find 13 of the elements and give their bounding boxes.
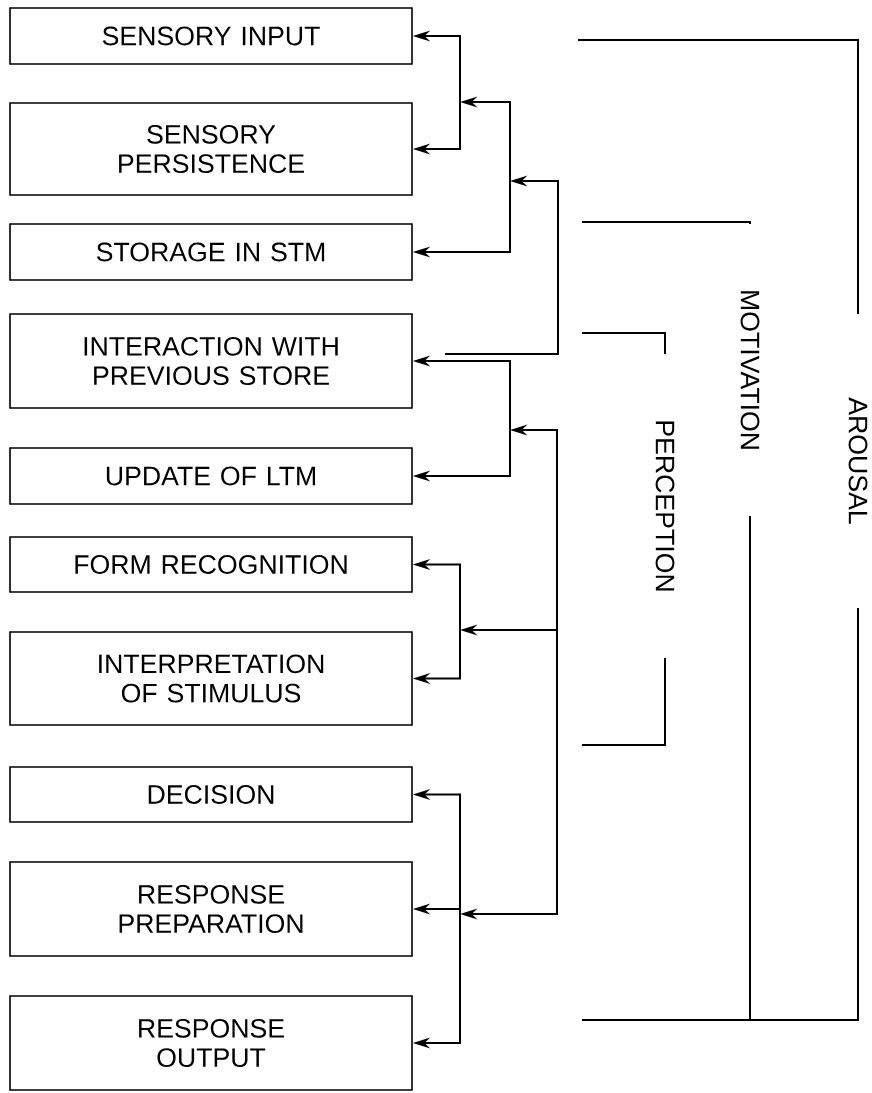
bracket-label: PERCEPTION: [655, 419, 675, 593]
process-box: INTERPRETATION OF STIMULUS: [9, 631, 413, 726]
process-box: SENSORY INPUT: [9, 7, 413, 65]
process-box: RESPONSE OUTPUT: [9, 995, 413, 1091]
bracket-label: MOTIVATION: [740, 289, 760, 451]
process-box: INTERACTION WITH PREVIOUS STORE: [9, 313, 413, 409]
process-box: RESPONSE PREPARATION: [9, 861, 413, 957]
process-box: UPDATE OF LTM: [9, 447, 413, 505]
process-box: FORM RECOGNITION: [9, 536, 413, 593]
process-box: SENSORY PERSISTENCE: [9, 102, 413, 196]
process-box: STORAGE IN STM: [9, 223, 413, 281]
bracket-label: AROUSAL: [848, 397, 868, 525]
process-box: DECISION: [9, 766, 413, 823]
